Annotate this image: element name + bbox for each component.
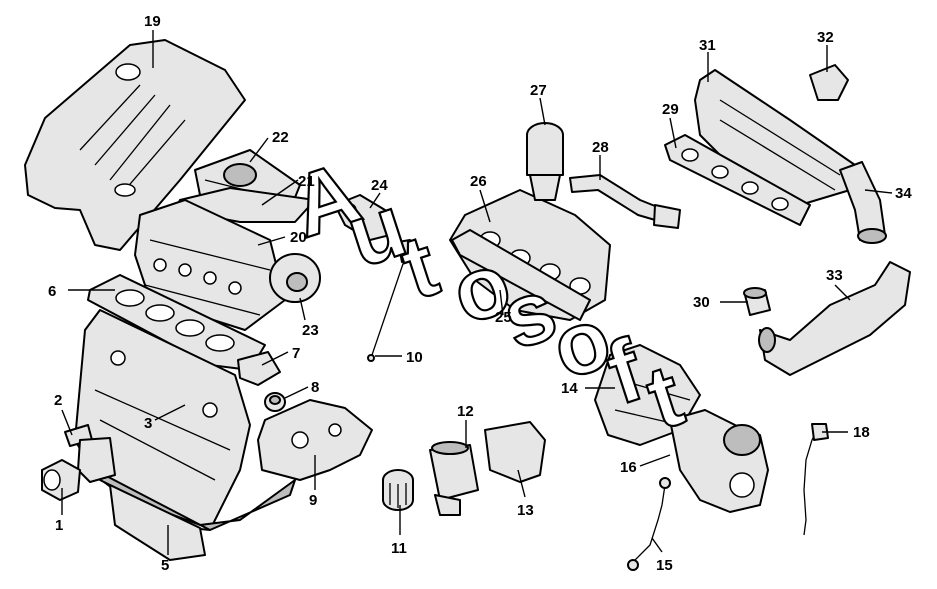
callout-label: 14 bbox=[561, 380, 578, 397]
fuel-filter bbox=[429, 441, 479, 516]
callout-label: 20 bbox=[290, 229, 307, 246]
bracket-2 bbox=[77, 437, 116, 483]
callout-label: 9 bbox=[309, 492, 317, 509]
sensor-32 bbox=[809, 64, 849, 101]
callout-label: 5 bbox=[161, 557, 169, 574]
thermostat-cap bbox=[264, 392, 286, 412]
callout-label: 21 bbox=[298, 173, 315, 190]
callout-label: 25 bbox=[495, 309, 512, 326]
intake-gasket bbox=[664, 134, 811, 226]
callout-label: 7 bbox=[292, 345, 300, 362]
callout-label: 30 bbox=[693, 294, 710, 311]
water-outlet-housing bbox=[257, 399, 373, 481]
egr-valve-24 bbox=[334, 194, 391, 241]
callout-label: 11 bbox=[391, 540, 407, 557]
return-hose bbox=[803, 423, 829, 536]
callout-label: 1 bbox=[55, 517, 63, 534]
dipstick bbox=[367, 239, 413, 362]
callout-labels: 1 2 3 5 6 7 8 9 10 11 12 13 14 15 16 18 … bbox=[48, 13, 912, 574]
callout-label: 12 bbox=[457, 403, 474, 420]
watermark: A u t o s o f t bbox=[279, 141, 695, 449]
exhaust-gasket bbox=[451, 229, 591, 321]
callout-label: 23 bbox=[302, 322, 319, 339]
turbo-oil-pipe bbox=[627, 477, 671, 571]
crank-pulley bbox=[41, 459, 81, 501]
callout-label: 16 bbox=[620, 459, 637, 476]
callout-label: 19 bbox=[144, 13, 161, 30]
callout-label: 32 bbox=[817, 29, 834, 46]
sensor-7 bbox=[237, 351, 281, 386]
cam-pulley bbox=[269, 253, 321, 303]
callout-label: 22 bbox=[272, 129, 289, 146]
intake-manifold bbox=[694, 69, 856, 206]
oil-filter bbox=[382, 469, 414, 511]
oil-pan-lower bbox=[109, 484, 206, 561]
turbocharger bbox=[669, 409, 769, 513]
callout-label: 8 bbox=[311, 379, 319, 396]
callout-label: 18 bbox=[853, 424, 870, 441]
callout-label: 10 bbox=[406, 349, 423, 366]
egr-valve-27 bbox=[526, 122, 564, 201]
hose-connector bbox=[743, 287, 771, 316]
callout-label: 13 bbox=[517, 502, 534, 519]
callout-label: 24 bbox=[371, 177, 388, 194]
callout-label: 6 bbox=[48, 283, 56, 300]
leader-lines bbox=[61, 30, 893, 555]
callout-label: 26 bbox=[470, 173, 487, 190]
engine-cover bbox=[24, 39, 246, 251]
cylinder-head bbox=[134, 199, 286, 331]
egr-pipe bbox=[569, 174, 681, 229]
callout-label: 15 bbox=[656, 557, 673, 574]
callout-label: 29 bbox=[662, 101, 679, 118]
callout-label: 33 bbox=[826, 267, 843, 284]
callout-label: 2 bbox=[54, 392, 62, 409]
callout-label: 3 bbox=[144, 415, 152, 432]
callout-label: 31 bbox=[699, 37, 716, 54]
callout-label: 28 bbox=[592, 139, 609, 156]
intake-elbow bbox=[839, 161, 887, 244]
cylinder-block bbox=[74, 309, 251, 531]
intercooler-hose bbox=[758, 261, 911, 376]
callout-label: 27 bbox=[530, 82, 547, 99]
fuel-bracket bbox=[484, 421, 546, 483]
callout-label: 34 bbox=[895, 185, 912, 202]
